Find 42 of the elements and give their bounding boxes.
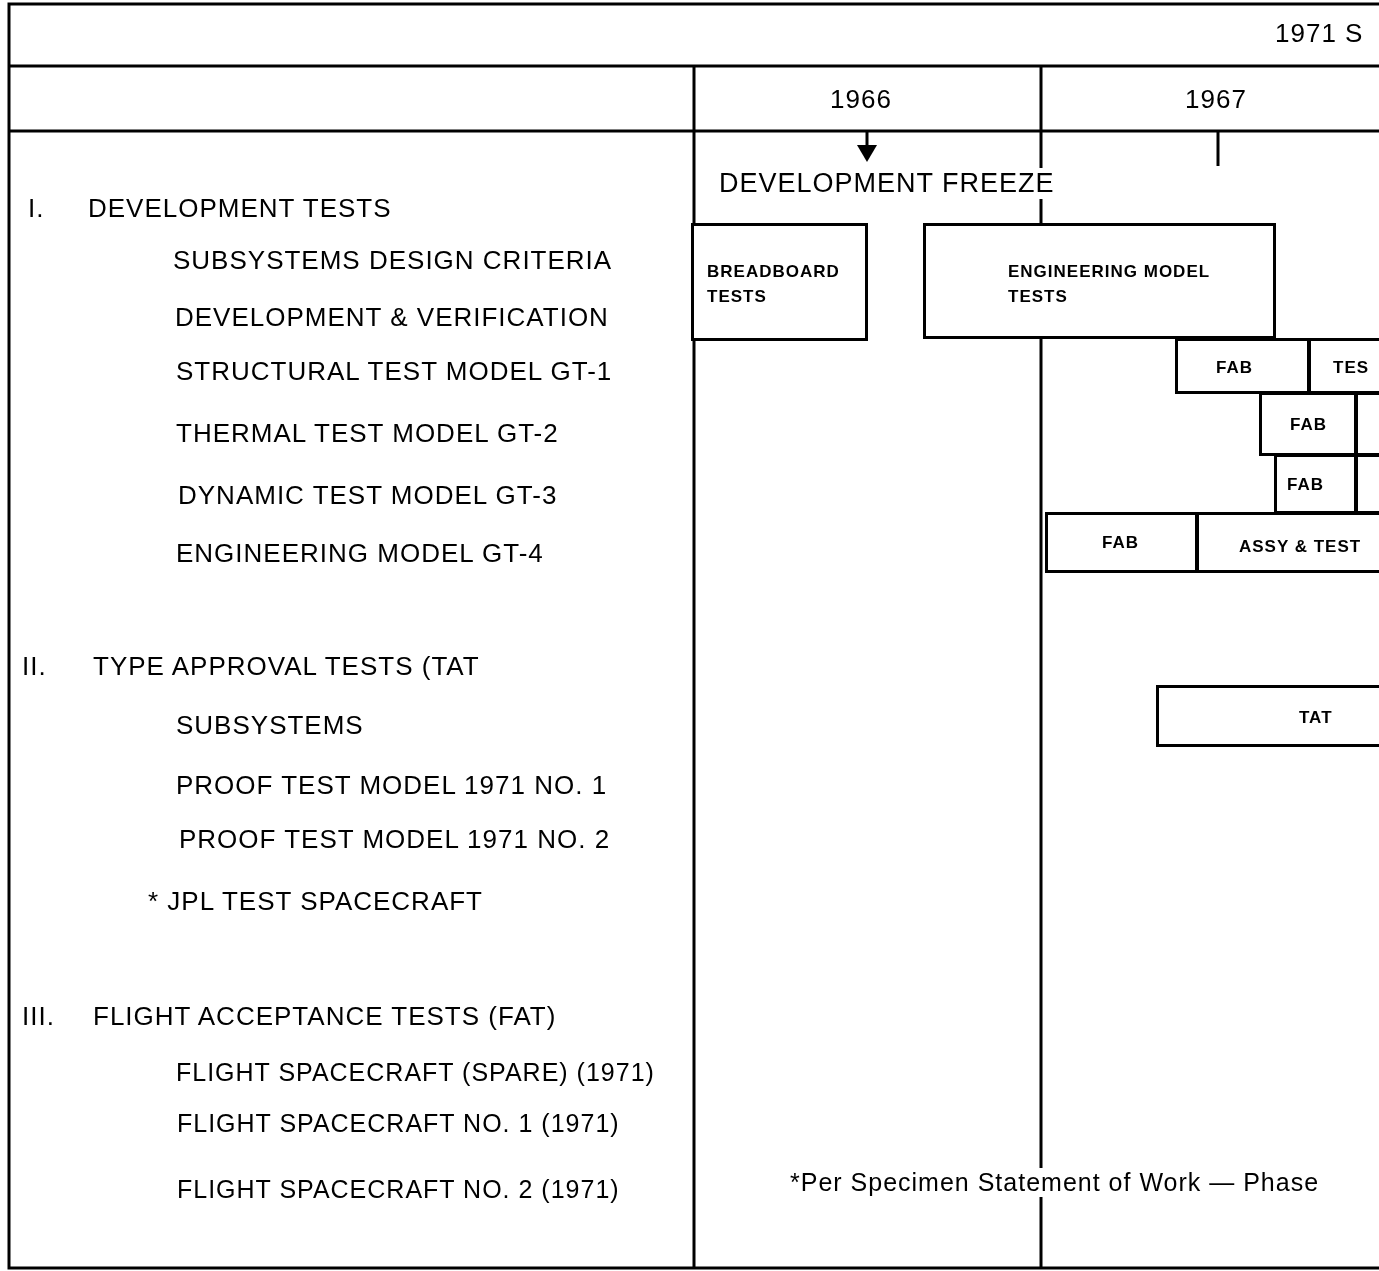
bar-label: FAB [1102,532,1140,554]
section-number: I. [28,195,45,221]
footnote: *Per Specimen Statement of Work — Phase [790,1168,1320,1197]
section-heading: FLIGHT ACCEPTANCE TESTS (FAT) [93,1003,557,1029]
schedule-bar [691,223,868,341]
schedule-bar [1196,512,1379,573]
row-label: PROOF TEST MODEL 1971 NO. 2 [179,826,611,852]
section-heading: TYPE APPROVAL TESTS (TAT [93,653,480,679]
row-label: ENGINEERING MODEL GT-4 [176,540,544,566]
row-label: * JPL TEST SPACECRAFT [148,888,483,914]
schedule-bar [923,223,1276,339]
row-label: DYNAMIC TEST MODEL GT-3 [178,482,558,508]
bar-label: BREADBOARD TESTS [707,261,841,308]
chart-title: 1971 S [1275,20,1364,46]
schedule-bar [1175,338,1310,394]
row-label: THERMAL TEST MODEL GT-2 [176,420,559,446]
bar-label: ENGINEERING MODEL TESTS [1008,261,1211,308]
section-number: II. [22,653,47,679]
row-label: FLIGHT SPACECRAFT (SPARE) (1971) [176,1060,655,1085]
row-label: SUBSYSTEMS DESIGN CRITERIA [173,247,613,273]
schedule-bar [1259,392,1357,456]
row-label: SUBSYSTEMS [176,712,364,738]
schedule-bar [1045,512,1198,573]
bar-label: FAB [1216,357,1254,379]
schedule-bar [1274,454,1357,514]
bar-label: ASSY & TEST [1239,536,1363,558]
bar-label: FAB [1290,414,1328,436]
row-label: PROOF TEST MODEL 1971 NO. 1 [176,772,608,798]
row-label: STRUCTURAL TEST MODEL GT-1 [176,358,613,384]
milestone-label: DEVELOPMENT FREEZE [719,168,1055,199]
year-header: 1966 [830,86,892,112]
schedule-bar [1308,338,1379,394]
bar-label: FAB [1287,474,1325,496]
bar-label: TES [1333,357,1371,379]
section-number: III. [22,1003,55,1029]
section-heading: DEVELOPMENT TESTS [88,195,392,221]
year-header: 1967 [1185,86,1247,112]
row-label: FLIGHT SPACECRAFT NO. 1 (1971) [177,1111,620,1136]
row-label: FLIGHT SPACECRAFT NO. 2 (1971) [177,1177,620,1202]
row-label: DEVELOPMENT & VERIFICATION [175,304,609,330]
schedule-bar [1156,685,1379,747]
bar-label: TAT [1299,707,1334,729]
